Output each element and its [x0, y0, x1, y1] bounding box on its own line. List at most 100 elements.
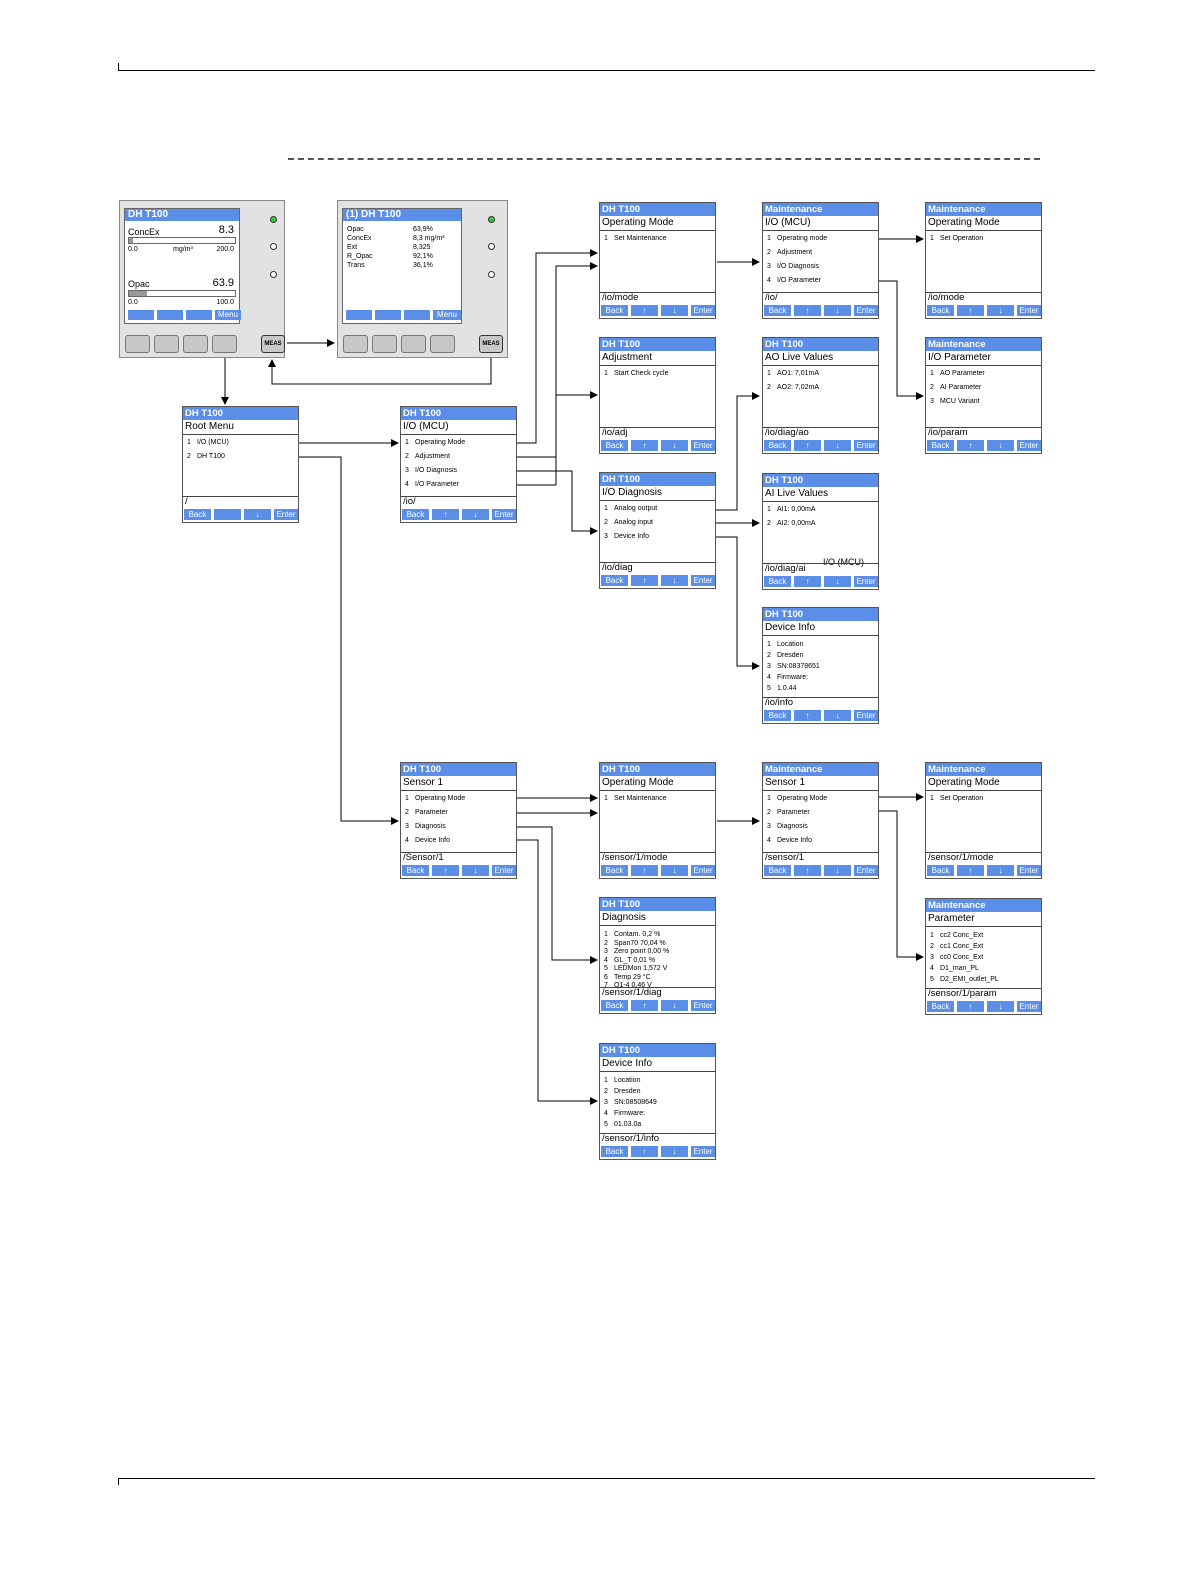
back-key[interactable]: Back	[601, 1146, 628, 1157]
enter-key[interactable]: Enter	[854, 576, 878, 587]
down-key[interactable]: ↓	[462, 865, 489, 876]
up-key[interactable]: ↑	[631, 1000, 658, 1011]
down-key[interactable]: ↓	[661, 1146, 688, 1157]
enter-key[interactable]: Enter	[854, 865, 878, 876]
enter-key[interactable]: Enter	[854, 710, 878, 721]
down-key[interactable]: ↓	[824, 710, 851, 721]
enter-key[interactable]: Enter	[691, 440, 715, 451]
enter-key[interactable]: Enter	[691, 575, 715, 586]
up-key[interactable]: ↑	[631, 575, 658, 586]
back-key[interactable]: Back	[764, 710, 791, 721]
back-key[interactable]: Back	[402, 865, 429, 876]
up-key[interactable]: ↑	[432, 509, 459, 520]
up-key[interactable]: ↑	[794, 865, 821, 876]
up-key[interactable]: ↑	[794, 710, 821, 721]
down-key[interactable]: ↓	[987, 440, 1014, 451]
hardware-key-1[interactable]	[125, 335, 150, 353]
back-key[interactable]: Back	[764, 576, 791, 587]
back-key[interactable]: Back	[601, 305, 628, 316]
up-key[interactable]	[214, 509, 241, 520]
down-key[interactable]: ↓	[244, 509, 271, 520]
back-key[interactable]: Back	[927, 440, 954, 451]
down-key[interactable]: ↓	[661, 865, 688, 876]
enter-key[interactable]: Enter	[492, 865, 516, 876]
back-key[interactable]: Back	[601, 575, 628, 586]
down-key[interactable]: ↓	[824, 576, 851, 587]
enter-key[interactable]: Enter	[1017, 1001, 1041, 1012]
back-key[interactable]: Back	[601, 440, 628, 451]
enter-key[interactable]: Enter	[691, 1000, 715, 1011]
enter-key[interactable]: Enter	[1017, 865, 1041, 876]
enter-key[interactable]: Enter	[691, 305, 715, 316]
up-key[interactable]: ↑	[631, 305, 658, 316]
down-key[interactable]: ↓	[661, 1000, 688, 1011]
back-key[interactable]: Back	[402, 509, 429, 520]
meas-button[interactable]: MEAS	[479, 335, 503, 353]
down-key[interactable]: ↓	[661, 305, 688, 316]
meas-button[interactable]: MEAS	[261, 335, 285, 353]
down-key[interactable]: ↓	[824, 305, 851, 316]
up-key[interactable]: ↑	[957, 1001, 984, 1012]
back-key[interactable]: Back	[601, 865, 628, 876]
hardware-key-1[interactable]	[343, 335, 368, 353]
back-key[interactable]: Back	[764, 305, 791, 316]
back-key[interactable]: Back	[764, 865, 791, 876]
enter-key[interactable]: Enter	[492, 509, 516, 520]
hardware-key-3[interactable]	[183, 335, 208, 353]
up-key[interactable]: ↑	[432, 865, 459, 876]
back-key[interactable]: Back	[927, 305, 954, 316]
up-key[interactable]: ↑	[631, 440, 658, 451]
down-key[interactable]: ↓	[824, 440, 851, 451]
enter-key[interactable]: Enter	[1017, 440, 1041, 451]
down-key[interactable]: ↓	[987, 1001, 1014, 1012]
hardware-key-3[interactable]	[401, 335, 426, 353]
up-key[interactable]: ↑	[957, 440, 984, 451]
back-key[interactable]: Back	[927, 865, 954, 876]
down-key[interactable]: ↓	[987, 305, 1014, 316]
hardware-key-2[interactable]	[154, 335, 179, 353]
down-key[interactable]: ↓	[661, 575, 688, 586]
up-key[interactable]: ↑	[631, 865, 658, 876]
down-key[interactable]: ↓	[824, 865, 851, 876]
up-key[interactable]: ↑	[957, 865, 984, 876]
